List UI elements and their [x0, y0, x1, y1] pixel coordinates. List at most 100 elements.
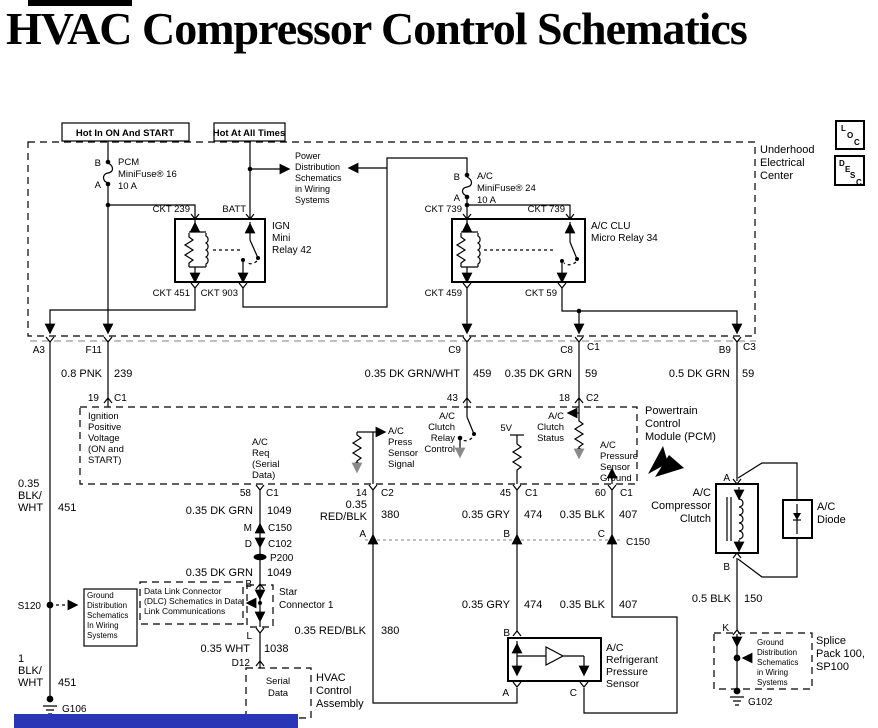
svg-text:19: 19 [88, 393, 100, 404]
svg-text:Systems: Systems [87, 631, 118, 640]
svg-text:Status: Status [537, 433, 564, 444]
loc-button-box[interactable] [835, 120, 865, 150]
svg-text:CKT 459: CKT 459 [425, 288, 462, 299]
svg-text:A: A [502, 688, 509, 699]
svg-text:C1: C1 [525, 488, 538, 499]
svg-text:5V: 5V [500, 423, 512, 434]
5v-resistor [511, 441, 523, 472]
svg-text:B: B [723, 562, 730, 573]
svg-text:C3: C3 [743, 342, 756, 353]
svg-text:A/C: A/C [600, 440, 616, 451]
svg-text:M: M [244, 523, 252, 534]
svg-text:In Wiring: In Wiring [87, 621, 119, 630]
left-ground-net: 0.35 BLK/ WHT 451 S120 Ground Distributi… [18, 478, 138, 715]
svg-text:0.35 DK GRN: 0.35 DK GRN [186, 505, 253, 517]
svg-text:Center: Center [760, 170, 793, 182]
desc-button-box[interactable] [834, 155, 865, 186]
svg-text:MiniFuse® 16: MiniFuse® 16 [118, 169, 177, 180]
svg-text:L: L [841, 124, 846, 133]
ign-mini-relay: IGN Mini Relay 42 CKT 239 BATT CKT 451 C… [44, 141, 468, 335]
loc-button[interactable]: L O C [835, 120, 865, 150]
svg-text:Systems: Systems [757, 678, 788, 687]
svg-text:Relay 42: Relay 42 [272, 245, 312, 256]
svg-text:Relay: Relay [431, 433, 456, 444]
svg-text:Data Link Connector: Data Link Connector [144, 586, 222, 596]
svg-text:0.35 DK GRN: 0.35 DK GRN [186, 567, 253, 579]
wire-blk-407 [583, 540, 678, 714]
svg-text:Sensor: Sensor [600, 462, 630, 473]
svg-text:L: L [246, 631, 252, 642]
svg-text:MiniFuse® 24: MiniFuse® 24 [477, 183, 536, 194]
hot-at-all-times-tag: Hot At All Times [213, 122, 286, 142]
svg-text:Refrigerant: Refrigerant [606, 654, 658, 666]
svg-text:(Serial: (Serial [252, 459, 279, 470]
svg-text:Mini: Mini [272, 233, 290, 244]
diode-box [782, 499, 813, 539]
svg-text:1038: 1038 [264, 643, 288, 655]
svg-text:Clutch: Clutch [537, 422, 564, 433]
svg-text:B: B [454, 172, 460, 183]
svg-text:Connector 1: Connector 1 [279, 600, 334, 611]
svg-text:C: C [570, 688, 577, 699]
svg-text:Systems: Systems [295, 195, 330, 205]
pcm-box [79, 406, 638, 485]
uec-box [27, 141, 756, 337]
svg-text:Ground: Ground [87, 591, 114, 600]
svg-text:C: C [856, 178, 862, 187]
relay-coil [476, 233, 481, 267]
page-title: HVAC Compressor Control Schematics [6, 3, 748, 54]
svg-text:Hot In ON And START: Hot In ON And START [76, 128, 174, 139]
svg-text:in Wiring: in Wiring [757, 668, 788, 677]
underhood-electrical-center: Underhood Electrical Center [27, 141, 814, 342]
svg-text:Splice: Splice [816, 635, 846, 647]
svg-text:Clutch: Clutch [428, 422, 455, 433]
svg-text:C1: C1 [114, 393, 127, 404]
svg-text:A: A [723, 473, 730, 484]
dlc-reference-box [139, 581, 244, 625]
svg-text:Distribution: Distribution [87, 601, 127, 610]
powertrain-control-module: Powertrain Control Module (PCM) Ignition… [79, 405, 716, 499]
hot-in-on-start-tag: Hot In ON And START [61, 122, 190, 142]
svg-text:Schematics: Schematics [757, 658, 798, 667]
svg-text:451: 451 [58, 502, 76, 514]
desc-button[interactable]: D E S C [834, 155, 865, 187]
relay-switch-armature [569, 241, 578, 260]
svg-text:0.35: 0.35 [346, 499, 367, 511]
svg-text:CKT 739: CKT 739 [528, 204, 565, 215]
svg-text:S120: S120 [18, 601, 42, 612]
relay-coil [204, 233, 209, 267]
c150-connector-line: A B C C150 [359, 529, 650, 548]
svg-text:0.35: 0.35 [18, 478, 39, 490]
svg-text:C9: C9 [448, 345, 461, 356]
svg-text:58: 58 [240, 488, 252, 499]
svg-text:SP100: SP100 [816, 661, 849, 673]
svg-text:C2: C2 [586, 393, 599, 404]
svg-text:CKT 59: CKT 59 [525, 288, 557, 299]
svg-text:(ON and: (ON and [88, 444, 124, 455]
svg-text:D: D [245, 539, 252, 550]
svg-text:Powertrain: Powertrain [645, 405, 698, 417]
svg-text:Serial: Serial [266, 676, 290, 687]
svg-text:Control: Control [645, 418, 680, 430]
svg-text:0.35 GRY: 0.35 GRY [462, 599, 511, 611]
bottom-blue-bar[interactable] [14, 714, 298, 728]
svg-text:Clutch: Clutch [680, 513, 711, 525]
svg-text:Schematics: Schematics [87, 611, 128, 620]
fuse-symbol [461, 176, 473, 197]
svg-text:239: 239 [114, 368, 132, 380]
splice-p200 [253, 553, 267, 561]
svg-text:0.35 WHT: 0.35 WHT [200, 643, 250, 655]
ac-diode: A/C Diode [737, 462, 846, 578]
svg-text:Hot At All Times: Hot At All Times [213, 128, 286, 139]
svg-text:Link Communications: Link Communications [144, 606, 225, 616]
svg-text:0.8 PNK: 0.8 PNK [61, 368, 103, 380]
svg-text:1049: 1049 [267, 505, 291, 517]
svg-text:Micro Relay 34: Micro Relay 34 [591, 233, 658, 244]
svg-text:B: B [503, 529, 510, 540]
svg-text:18: 18 [559, 393, 571, 404]
svg-text:Data): Data) [252, 470, 275, 481]
svg-text:150: 150 [744, 593, 762, 605]
svg-text:B9: B9 [719, 345, 732, 356]
svg-text:HVAC: HVAC [316, 672, 346, 684]
svg-text:474: 474 [524, 599, 542, 611]
